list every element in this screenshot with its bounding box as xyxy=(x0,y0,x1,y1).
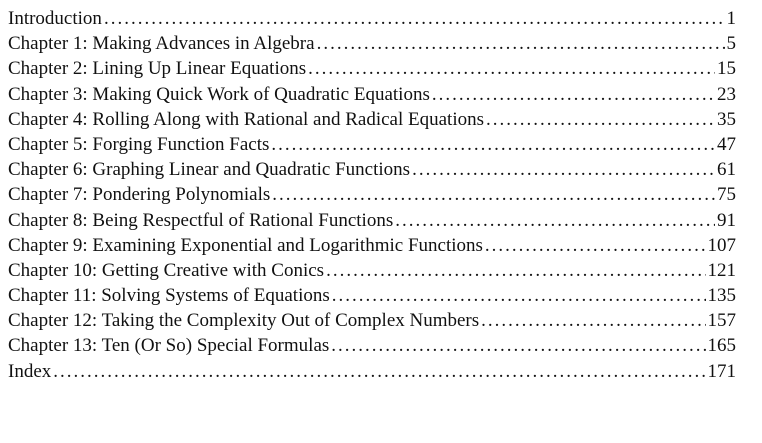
toc-entry-chapter-9[interactable]: Chapter 9: Examining Exponential and Log… xyxy=(8,233,736,258)
toc-dot-leader xyxy=(481,308,705,333)
toc-entry-title: Chapter 2: Lining Up Linear Equations xyxy=(8,58,307,80)
toc-entry-page: 47 xyxy=(717,133,736,155)
toc-entry-page: 61 xyxy=(717,159,736,181)
toc-entry-title: Chapter 9: Examining Exponential and Log… xyxy=(8,234,483,256)
toc-dot-leader xyxy=(326,258,705,283)
toc-dot-leader xyxy=(308,56,715,81)
table-of-contents: Introduction 1 Chapter 1: Making Advance… xyxy=(8,6,736,384)
toc-entry-title: Chapter 11: Solving Systems of Equations xyxy=(8,285,330,307)
toc-entry-page: 35 xyxy=(717,108,736,130)
toc-entry-chapter-2[interactable]: Chapter 2: Lining Up Linear Equations 15 xyxy=(8,56,736,81)
toc-entry-title: Index xyxy=(8,360,52,382)
toc-entry-title: Introduction xyxy=(8,8,102,29)
toc-entry-page: 171 xyxy=(707,360,737,382)
toc-entry-page: 91 xyxy=(717,209,736,231)
toc-dot-leader xyxy=(486,107,715,132)
toc-entry-page: 5 xyxy=(726,33,737,55)
toc-entry-title: Chapter 8: Being Respectful of Rational … xyxy=(8,209,394,231)
toc-entry-title: Chapter 7: Pondering Polynomials xyxy=(8,184,271,206)
toc-entry-page: 107 xyxy=(707,234,737,256)
toc-entry-chapter-10[interactable]: Chapter 10: Getting Creative with Conics… xyxy=(8,258,736,283)
toc-entry-page: 157 xyxy=(707,310,737,332)
toc-entry-title: Chapter 3: Making Quick Work of Quadrati… xyxy=(8,83,430,105)
toc-entry-chapter-5[interactable]: Chapter 5: Forging Function Facts 47 xyxy=(8,132,736,157)
toc-entry-chapter-4[interactable]: Chapter 4: Rolling Along with Rational a… xyxy=(8,107,736,132)
toc-dot-leader xyxy=(53,359,705,384)
toc-entry-page: 1 xyxy=(726,8,737,29)
toc-entry-introduction[interactable]: Introduction 1 xyxy=(8,6,736,31)
toc-dot-leader xyxy=(104,6,725,31)
toc-dot-leader xyxy=(331,333,705,358)
toc-dot-leader xyxy=(271,132,715,157)
toc-dot-leader xyxy=(395,208,715,233)
toc-entry-chapter-1[interactable]: Chapter 1: Making Advances in Algebra 5 xyxy=(8,31,736,56)
toc-entry-title: Chapter 4: Rolling Along with Rational a… xyxy=(8,108,484,130)
toc-entry-chapter-6[interactable]: Chapter 6: Graphing Linear and Quadratic… xyxy=(8,157,736,182)
toc-dot-leader xyxy=(317,31,725,56)
toc-entry-title: Chapter 1: Making Advances in Algebra xyxy=(8,33,315,55)
toc-entry-page: 75 xyxy=(717,184,736,206)
toc-dot-leader xyxy=(332,283,706,308)
toc-entry-chapter-13[interactable]: Chapter 13: Ten (Or So) Special Formulas… xyxy=(8,333,736,358)
toc-entry-title: Chapter 5: Forging Function Facts xyxy=(8,133,270,155)
toc-entry-title: Chapter 12: Taking the Complexity Out of… xyxy=(8,310,480,332)
toc-entry-chapter-3[interactable]: Chapter 3: Making Quick Work of Quadrati… xyxy=(8,82,736,107)
toc-entry-title: Chapter 6: Graphing Linear and Quadratic… xyxy=(8,159,411,181)
toc-entry-title: Chapter 10: Getting Creative with Conics xyxy=(8,259,325,281)
toc-entry-chapter-11[interactable]: Chapter 11: Solving Systems of Equations… xyxy=(8,283,736,308)
toc-dot-leader xyxy=(485,233,706,258)
toc-entry-page: 121 xyxy=(707,259,737,281)
toc-entry-page: 15 xyxy=(717,58,736,80)
toc-entry-index[interactable]: Index 171 xyxy=(8,359,736,384)
toc-entry-chapter-7[interactable]: Chapter 7: Pondering Polynomials 75 xyxy=(8,182,736,207)
toc-entry-chapter-8[interactable]: Chapter 8: Being Respectful of Rational … xyxy=(8,208,736,233)
toc-entry-page: 165 xyxy=(707,335,737,357)
toc-entry-chapter-12[interactable]: Chapter 12: Taking the Complexity Out of… xyxy=(8,308,736,333)
toc-entry-title: Chapter 13: Ten (Or So) Special Formulas xyxy=(8,335,330,357)
toc-entry-page: 23 xyxy=(717,83,736,105)
toc-entry-page: 135 xyxy=(707,285,737,307)
toc-dot-leader xyxy=(412,157,715,182)
toc-dot-leader xyxy=(272,182,715,207)
toc-dot-leader xyxy=(432,82,715,107)
